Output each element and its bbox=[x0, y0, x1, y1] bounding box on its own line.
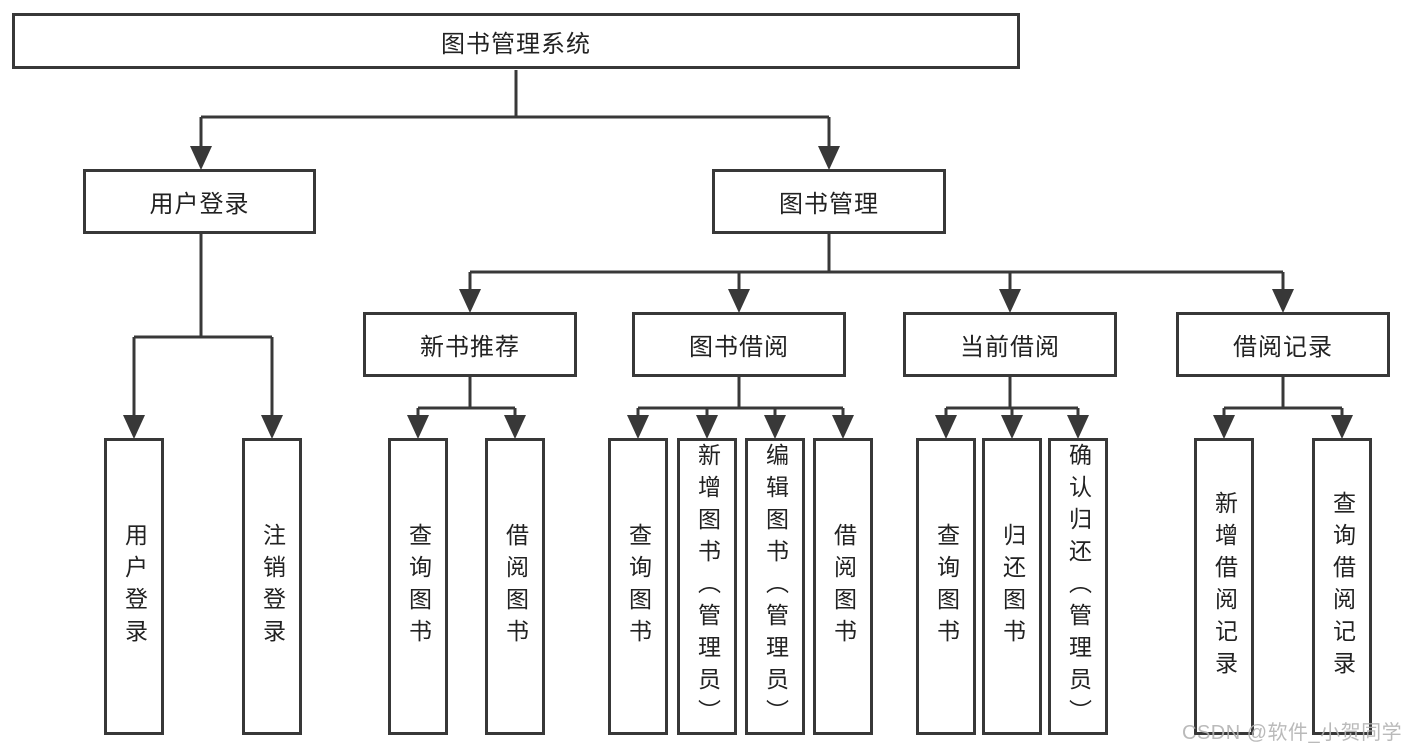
leaf-add-book-admin: 新增图书（管理员） bbox=[677, 438, 737, 735]
node-borrow-records-label: 借阅记录 bbox=[1233, 334, 1333, 361]
node-current-borrow-label: 当前借阅 bbox=[960, 334, 1060, 361]
node-book-management-label: 图书管理 bbox=[779, 191, 879, 218]
connector-root-to-level2 bbox=[199, 70, 831, 150]
node-book-borrow-label: 图书借阅 bbox=[689, 334, 789, 361]
connector-book-management-to-level3 bbox=[468, 234, 1285, 292]
leaf-query-book-current-label: 查询图书 bbox=[933, 522, 960, 651]
leaf-logout: 注销登录 bbox=[242, 438, 302, 735]
connector-borrow-records-to-leaves bbox=[1222, 377, 1344, 419]
leaf-edit-book-admin: 编辑图书（管理员） bbox=[745, 438, 805, 735]
node-root: 图书管理系统 bbox=[12, 13, 1020, 69]
leaf-borrow-book-recommend-label: 借阅图书 bbox=[502, 522, 529, 651]
node-user-login: 用户登录 bbox=[83, 169, 316, 234]
leaf-add-borrow-record-label: 新增借阅记录 bbox=[1211, 490, 1238, 683]
leaf-edit-book-admin-label: 编辑图书（管理员） bbox=[762, 442, 789, 731]
leaf-confirm-return-admin-label: 确认归还（管理员） bbox=[1065, 442, 1092, 731]
connector-current-borrow-to-leaves bbox=[944, 377, 1080, 419]
leaf-query-borrow-record-label: 查询借阅记录 bbox=[1329, 490, 1356, 683]
node-book-management: 图书管理 bbox=[712, 169, 946, 234]
watermark: CSDN @软件_小贺同学 bbox=[1182, 722, 1403, 744]
leaf-confirm-return-admin: 确认归还（管理员） bbox=[1048, 438, 1108, 735]
leaf-borrow-book: 借阅图书 bbox=[813, 438, 873, 735]
leaf-user-login-label: 用户登录 bbox=[121, 522, 148, 651]
leaf-logout-label: 注销登录 bbox=[259, 522, 286, 651]
leaf-return-book: 归还图书 bbox=[982, 438, 1042, 735]
node-current-borrow: 当前借阅 bbox=[903, 312, 1117, 377]
node-book-borrow: 图书借阅 bbox=[632, 312, 846, 377]
leaf-borrow-book-recommend: 借阅图书 bbox=[485, 438, 545, 735]
leaf-query-book-current: 查询图书 bbox=[916, 438, 976, 735]
leaf-query-borrow-record: 查询借阅记录 bbox=[1312, 438, 1372, 735]
leaf-return-book-label: 归还图书 bbox=[999, 522, 1026, 651]
node-new-book-recommend-label: 新书推荐 bbox=[420, 334, 520, 361]
leaf-query-book-recommend-label: 查询图书 bbox=[405, 522, 432, 651]
leaf-borrow-book-label: 借阅图书 bbox=[830, 522, 857, 651]
node-new-book-recommend: 新书推荐 bbox=[363, 312, 577, 377]
leaf-add-borrow-record: 新增借阅记录 bbox=[1194, 438, 1254, 735]
node-user-login-label: 用户登录 bbox=[149, 191, 250, 218]
leaf-query-book-borrow-label: 查询图书 bbox=[625, 522, 652, 651]
connector-book-borrow-to-leaves bbox=[636, 377, 845, 419]
leaf-query-book-borrow: 查询图书 bbox=[608, 438, 668, 735]
leaf-user-login: 用户登录 bbox=[104, 438, 164, 735]
node-borrow-records: 借阅记录 bbox=[1176, 312, 1390, 377]
leaf-add-book-admin-label: 新增图书（管理员） bbox=[694, 442, 721, 731]
node-root-label: 图书管理系统 bbox=[441, 30, 591, 58]
leaf-query-book-recommend: 查询图书 bbox=[388, 438, 448, 735]
connector-new-book-to-leaves bbox=[416, 377, 517, 419]
connector-user-login-to-leaves bbox=[132, 234, 274, 419]
